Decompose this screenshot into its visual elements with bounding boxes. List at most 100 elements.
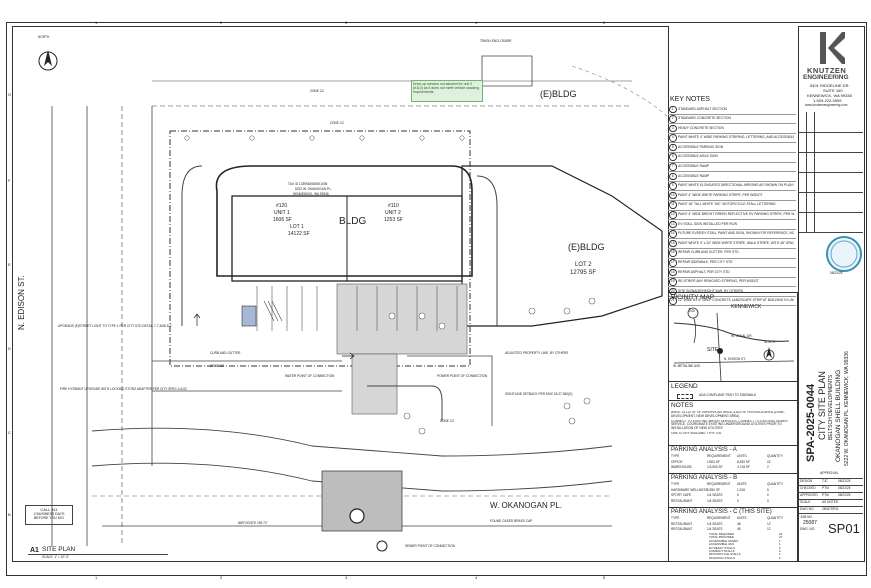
rev-row-5 — [798, 212, 863, 213]
lot1-label: LOT 1 — [290, 224, 304, 230]
grid-col-1: 1 — [95, 20, 98, 25]
key-note-text: ACCESSIBLE RAMP — [678, 164, 710, 169]
grid-col-4: 4 — [475, 20, 478, 25]
vertical-project: OKANOGAN SHELL BUILDING — [835, 369, 842, 462]
parking-cell: 48 — [737, 527, 741, 531]
grid-row-c: C — [8, 430, 11, 435]
parking-summary-label: MOTORCYCLE STALLS — [709, 552, 741, 557]
key-note-number: 9 — [669, 182, 677, 190]
parking-cell: 0 — [767, 493, 769, 497]
legend-panel: LEGEND ADA COMPLIANT PATH TO SIDEWALK — [668, 381, 798, 401]
parking-cell: WAREHOUSE — [671, 465, 692, 469]
sheet-title-scale: SCALE: 1" = 10'-0" — [42, 555, 69, 559]
parking-cell: 4,718 SF — [737, 465, 750, 469]
parking-cell: 5 — [767, 487, 769, 492]
parking-cell: 0 — [767, 498, 769, 503]
parking-cell: 1/3,500 SF — [707, 465, 723, 469]
key-note-text: PAINT WHITE 4" WIDE PARKING STRIPING, LE… — [678, 135, 794, 140]
adjusted-line-label: ADJUSTED PROPERTY LINE, BY OTHERS — [505, 351, 569, 355]
job-label: JOB NO. — [800, 515, 813, 519]
parking-cell: 22 — [767, 459, 771, 464]
vertical-client: BELTSCH DEVELOPMENTS — [828, 374, 834, 440]
key-note-text: PAINT 4" WIDE WHITE PARKING STRIPE, PER … — [678, 192, 763, 197]
parking-cell: SPORT CAFE — [671, 493, 692, 497]
firm-addr-3: KENNEWICK, WA 99338 — [807, 93, 852, 98]
vertical-id: SPA-2025-0044 — [805, 383, 817, 462]
key-note-text: PAINT 18" TALL WHITE "MC" MOTORCYCLE STA… — [678, 202, 776, 207]
key-note-text: PAINT WHITE ELONGATED DIRECTIONAL ARROWS… — [678, 183, 794, 188]
parking-header-cell: REQUIREMENT — [707, 516, 731, 520]
key-note-text: STANDARD ASPHALT SECTION — [678, 106, 727, 111]
parking-header-cell: UNITS — [737, 454, 747, 458]
lot2-area: 12795 SF — [570, 270, 597, 276]
key-note-number: 17 — [669, 259, 677, 267]
legend-swatch — [677, 394, 693, 399]
note-item: AREA: 14,122 SF OF IMPERVIOUS AREA, 4,62… — [671, 411, 785, 418]
grid-row-f: F — [8, 178, 11, 183]
tax-city: KENNEWICK, WA 99336 — [293, 192, 329, 196]
parking-summary-label: COMPACT STALLS — [709, 549, 735, 553]
zone-cc-1: ZONE CC — [310, 89, 325, 93]
key-note-number: 4 — [669, 134, 677, 142]
unit1-area: 1606 SF — [273, 217, 292, 223]
parking-header-cell: REQUIREMENT — [707, 482, 731, 486]
street-light-label: UPGRADE (E)STREET LIGHT TO TYPE 1 PER CI… — [58, 324, 172, 328]
unit2-addr: #110 — [388, 203, 399, 209]
key-note-number: 5 — [669, 143, 677, 152]
outer-border — [6, 22, 867, 576]
tax-id: TAX ID 1339918080001005 — [288, 182, 328, 186]
drive-up-note-text: Drive-up window not allowed for unit 2 (… — [413, 82, 480, 95]
parking-header-cell: QUANTITY — [767, 516, 784, 520]
parking-cell: 8,539 SF — [737, 459, 750, 464]
unit1-name: UNIT 1 — [274, 210, 290, 216]
parking-cell: 48 — [737, 521, 741, 526]
dwg-value: 25087SP01 — [822, 507, 839, 511]
notes-panel: NOTES AREA: 14,122 SF OF IMPERVIOUS AREA… — [668, 400, 798, 446]
grid-row-b: B — [8, 512, 11, 517]
parking-summary-value: 1 — [779, 552, 781, 557]
key-note-number: 14 — [669, 230, 677, 238]
key-note-text: PAINT WHITE 4" x 24" WIDE WHITE STRIPE, … — [678, 240, 794, 245]
parking-header-cell: QUANTITY — [767, 454, 784, 458]
key-note-number: 18 — [669, 268, 677, 277]
key-note-number: 7 — [669, 163, 677, 171]
bearing-label: N89°40'28"E 190.72' — [238, 521, 268, 525]
key-notes-title: KEY NOTES — [670, 96, 710, 103]
vicinity-map-panel: VICINITY MAP 240 KENNEWICK SITE NORTH W.… — [668, 292, 798, 382]
parking-b-title: PARKING ANALYSIS - B — [671, 475, 738, 481]
street-okanogan-label: W. OKANOGAN PL. — [490, 501, 563, 510]
sightline-label: SIGHTLINE SETBACK PER KMC 18.27.060(D) — [505, 392, 573, 396]
key-note-text: ACCESSIBLE AISLE SIGN — [678, 154, 718, 159]
parking-header-cell: REQUIREMENT — [707, 454, 731, 458]
key-note-number: 16 — [669, 249, 677, 257]
key-note-text: ACCESSIBLE PARKING SIGN — [678, 144, 724, 149]
rev-row-2 — [798, 152, 863, 153]
key-note-number: 10 — [669, 191, 677, 200]
approved-by: PTM — [822, 493, 829, 497]
sheet-value: SP01 — [828, 521, 860, 536]
call811-text-2: 2 BUSINESS DAYS — [33, 512, 65, 516]
parking-cell: 12 — [767, 527, 771, 531]
note-item: ONE STORY BUILDING TYPE V-B. — [671, 431, 722, 435]
sheet-label: DWG. NO. — [800, 527, 816, 531]
vicinity-north: NORTH — [764, 340, 776, 344]
sewer-point-label: SEWER POINT OF CONNECTION — [405, 544, 455, 548]
parking-summary-label: TOTAL REQUIRED — [709, 532, 735, 536]
parking-summary-value: 0 — [779, 549, 781, 553]
zone-cc-2: ZONE CC — [330, 121, 345, 125]
notes-title: NOTES — [671, 402, 694, 409]
grid-row-e: E — [8, 262, 11, 267]
vicinity-title: VICINITY MAP — [671, 294, 715, 301]
parking-summary-value: 24 — [779, 532, 783, 536]
